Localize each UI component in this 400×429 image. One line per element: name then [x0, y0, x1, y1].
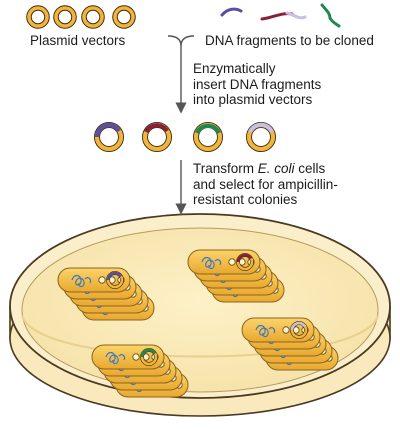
step-2-text: Transform E. coli cells and select for a…: [193, 161, 338, 208]
plasmid-icon: [246, 122, 276, 152]
step-1-line-1: Enzymatically: [193, 61, 276, 76]
step-2-suffix: cells: [294, 161, 326, 176]
plasmid-icon: [94, 122, 124, 152]
step-1-text: Enzymatically insert DNA fragments into …: [193, 61, 321, 108]
step-2-line-2: and select for ampicillin-: [193, 176, 338, 192]
bacterial-colony-icon: [187, 249, 285, 303]
bacterial-cell: [57, 267, 131, 293]
step-2-organism: E. coli: [257, 161, 295, 176]
petri-dish-icon: [9, 213, 391, 417]
step-2-line-1: Transform E. coli cells: [193, 161, 338, 177]
colonies-group: [57, 249, 339, 398]
bacterial-cell: [241, 317, 315, 343]
bacterial-cell: [187, 249, 261, 275]
step-2-line-3: resistant colonies: [193, 192, 298, 207]
dna-fragments-group: [220, 3, 341, 28]
plasmid-icon: [193, 122, 223, 152]
plasmid-vectors-group: [26, 5, 136, 29]
step-arrow-1: [167, 35, 195, 114]
bacterial-colony-icon: [241, 317, 339, 371]
bacterial-cell: [91, 344, 165, 370]
dna-fragment-icon: [285, 11, 307, 20]
bacterial-colony-icon: [91, 344, 189, 398]
dna-fragment-icon: [320, 3, 341, 28]
plasmid-icon: [142, 122, 172, 152]
step-1-line-3: into plasmid vectors: [193, 92, 313, 107]
dna-fragments-label: DNA fragments to be cloned: [205, 33, 374, 48]
dna-fragment-icon: [220, 7, 243, 17]
plasmid-vectors-label: Plasmid vectors: [30, 33, 126, 48]
step-1-line-2: insert DNA fragments: [193, 76, 322, 92]
step-2-prefix: Transform: [193, 161, 258, 176]
bacterial-colony-icon: [57, 267, 155, 321]
recombinant-plasmids-group: [94, 122, 276, 152]
